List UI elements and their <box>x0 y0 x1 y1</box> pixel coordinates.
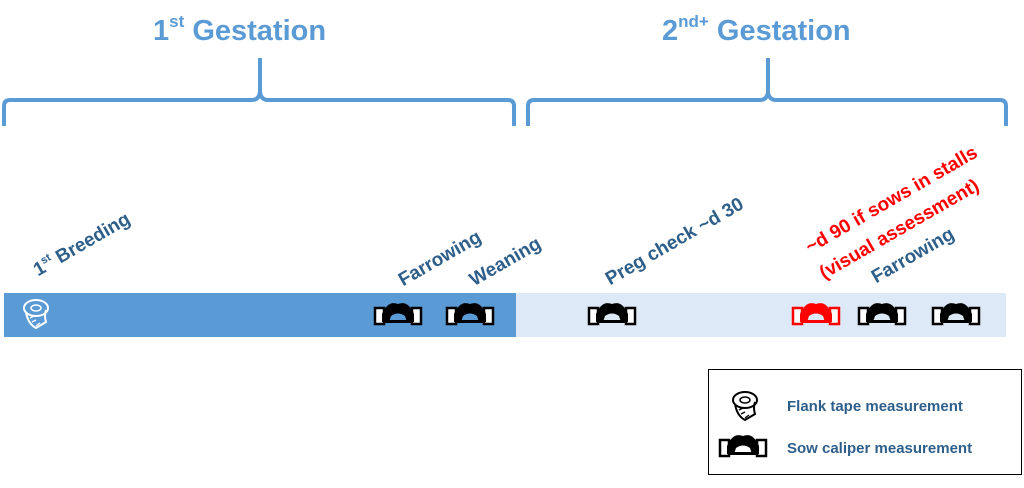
sow-caliper-icon-day-90 <box>791 303 841 326</box>
second-gestation-title: 2nd+ Gestation <box>662 12 851 48</box>
legend-tape-label: Flank tape measurement <box>787 398 963 415</box>
legend-caliper-label: Sow caliper measurement <box>787 440 973 457</box>
second-gestation-word: Gestation <box>716 15 851 47</box>
first-gestation-title: 1st Gestation <box>153 12 326 48</box>
sow-caliper-icon-farrowing-2b <box>931 303 981 326</box>
legend-tape-icon <box>732 391 758 422</box>
legend-icons <box>718 391 768 458</box>
first-gestation-bar <box>4 293 516 337</box>
second-gestation-suffix: nd+ <box>678 12 709 31</box>
first-gestation-bracket <box>2 58 516 126</box>
first-gestation-word: Gestation <box>192 15 327 47</box>
legend: Flank tape measurement Sow caliper measu… <box>708 369 1022 475</box>
legend-caliper-icon <box>718 435 768 458</box>
first-gestation-suffix: st <box>169 12 185 31</box>
sow-caliper-icon-preg-check <box>587 303 637 326</box>
second-gestation-ordinal: 2 <box>662 15 679 47</box>
sow-caliper-icon-farrowing-2a <box>857 303 907 326</box>
second-gestation-bracket <box>526 58 1008 126</box>
sow-caliper-icon-farrowing-1 <box>373 303 423 326</box>
sow-caliper-icon-weaning <box>445 303 495 326</box>
first-gestation-ordinal: 1 <box>153 15 170 47</box>
flank-tape-icon <box>23 299 49 330</box>
